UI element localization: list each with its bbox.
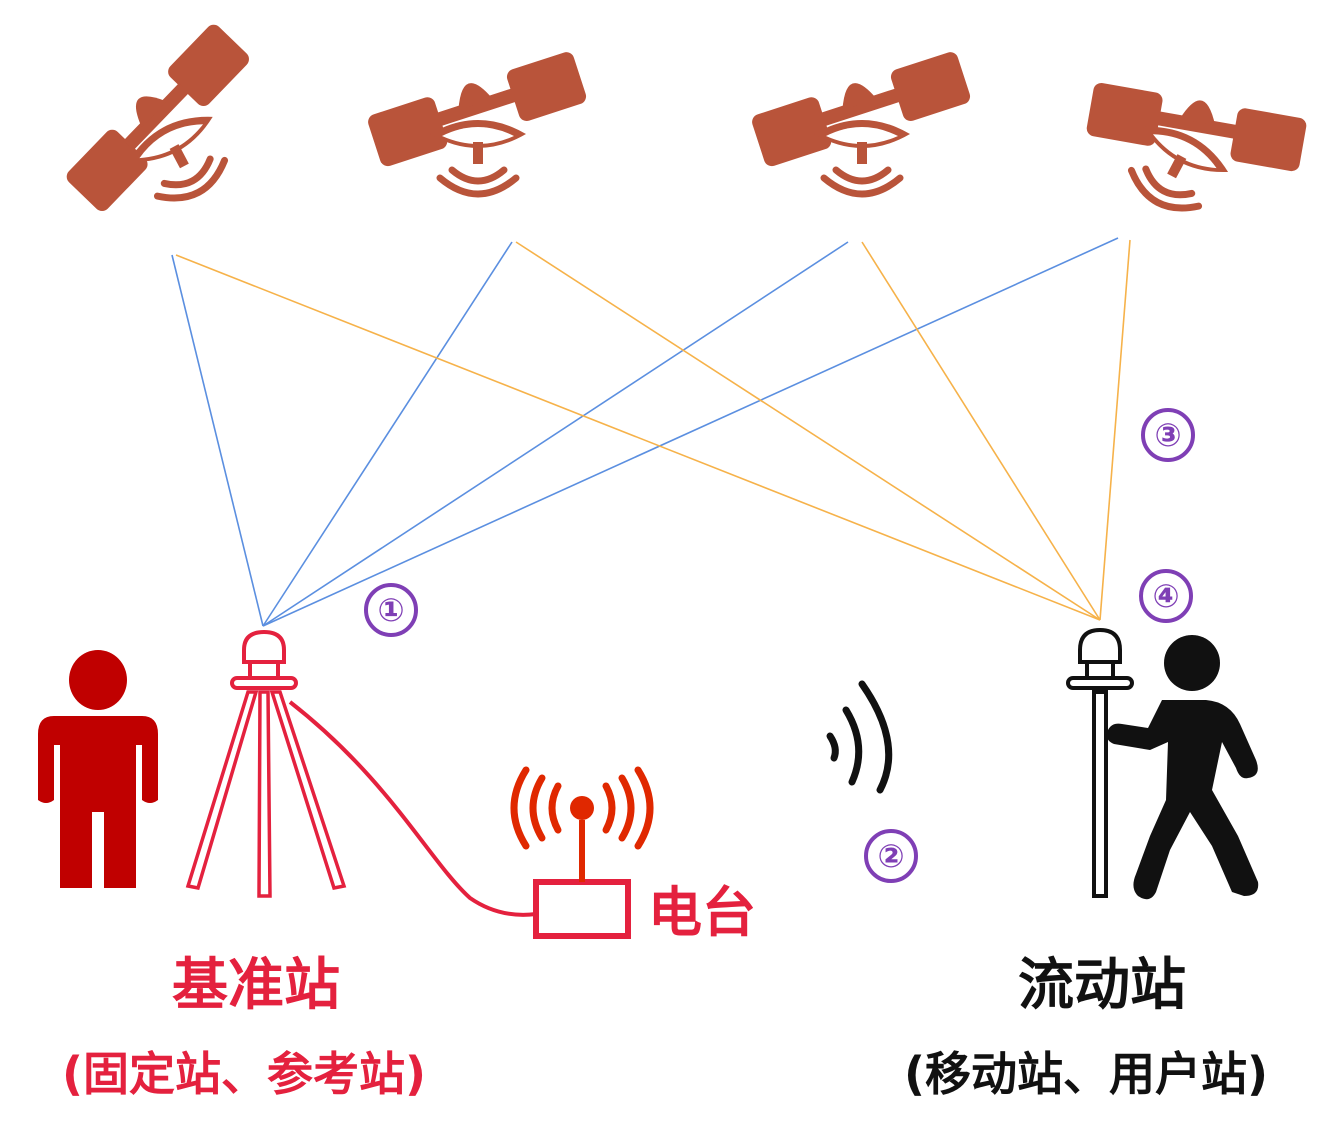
marker-2: ② (864, 829, 918, 883)
wireless-signal-icon (826, 680, 893, 794)
rover-station-title: 流动站 (1018, 953, 1186, 1018)
base-station-title: 基准站 (172, 953, 340, 1018)
rover-operator-icon (1106, 635, 1259, 900)
rover-signal-lines (175, 239, 1131, 621)
radio-icon (510, 766, 654, 939)
satellite-icon (366, 50, 588, 194)
satellite-icon (32, 14, 296, 245)
base-station-subtitle: (固定站、参考站) (62, 1047, 427, 1101)
rover-station-subtitle: (移动站、用户站) (904, 1047, 1269, 1101)
radio-label: 电台 (648, 881, 756, 944)
base-signal-lines (171, 237, 1119, 627)
satellite-icon (750, 50, 972, 194)
base-operator-icon (38, 650, 158, 888)
marker-4: ④ (1139, 569, 1193, 623)
satellite-icon (1059, 23, 1323, 254)
marker-3: ③ (1141, 408, 1195, 462)
base-tripod-antenna (185, 629, 537, 917)
marker-1: ① (364, 583, 418, 637)
rover-pole-antenna (1066, 627, 1134, 898)
